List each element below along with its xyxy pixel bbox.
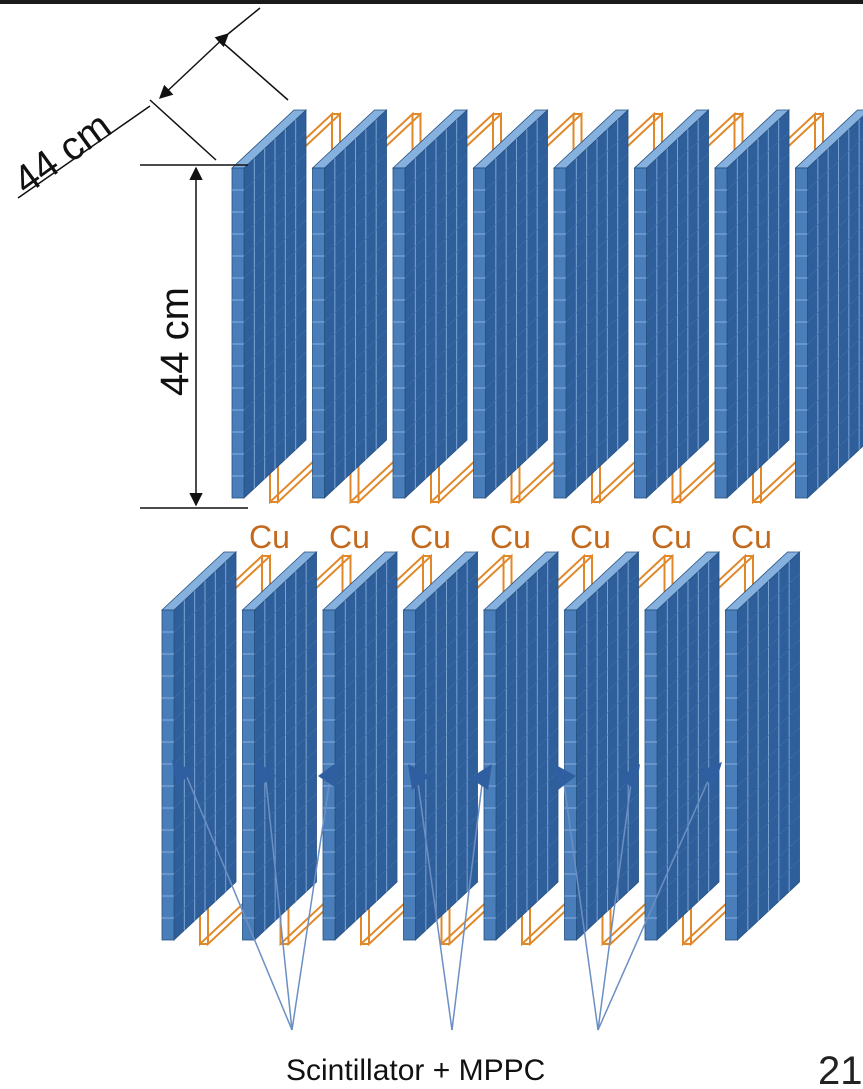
cu-labels: Cu Cu Cu Cu Cu Cu Cu: [249, 519, 772, 555]
pointer-arrowhead: [554, 764, 576, 790]
depth-label: 44 cm: [5, 104, 119, 204]
scintillator-layer: [643, 551, 721, 941]
pointer-line: [416, 775, 453, 1031]
height-dimension: 44 cm: [140, 164, 248, 509]
pointer-line: [597, 775, 633, 1031]
scintillator-layer: [794, 109, 863, 499]
pointer-group-middle: [408, 764, 492, 1031]
scintillator-layer: [391, 109, 469, 499]
cu-label-4: Cu: [490, 519, 531, 555]
pointer-line: [291, 771, 332, 1031]
depth-arrow-line: [159, 33, 229, 99]
scintillator-pointers: [172, 760, 722, 1031]
scintillator-layer: [230, 109, 308, 499]
page-number: 21: [818, 1049, 863, 1089]
pointer-group-left: [172, 760, 340, 1031]
cu-label-3: Cu: [410, 519, 451, 555]
scintillator-layer: [321, 551, 399, 941]
pointer-arrowhead: [172, 760, 194, 786]
pointer-line: [562, 775, 599, 1031]
pointer-group-right: [554, 762, 722, 1031]
height-label: 44 cm: [153, 287, 197, 396]
scintillator-layer: [241, 551, 318, 941]
top-border: [0, 0, 863, 4]
scintillator-layer: [311, 109, 388, 499]
pointer-line: [264, 771, 293, 1031]
pointer-arrowhead: [318, 760, 340, 788]
cu-label-5: Cu: [570, 519, 611, 555]
depth-tick-line: [227, 7, 261, 35]
scintillator-layer: [552, 109, 630, 499]
cu-label-2: Cu: [329, 519, 370, 555]
pointer-arrowhead: [618, 764, 640, 790]
scintillator-layer: [472, 109, 549, 499]
pointer-line: [451, 775, 484, 1031]
depth-extension-line-top: [221, 41, 289, 101]
lower-calorimeter-block: [160, 551, 801, 947]
cu-label-1: Cu: [249, 519, 290, 555]
pointer-line: [183, 769, 293, 1031]
upper-calorimeter-block: [230, 109, 863, 505]
pointer-arrowhead: [698, 762, 722, 788]
scintillator-layer: [563, 551, 640, 941]
scintillator-layer: [713, 109, 791, 499]
cu-label-6: Cu: [651, 519, 692, 555]
depth-leader-line: [17, 105, 151, 199]
cu-label-7: Cu: [731, 519, 772, 555]
scintillator-layer: [160, 551, 238, 941]
scintillator-layer: [724, 551, 801, 941]
pointer-line: [597, 771, 713, 1031]
scintillator-layer: [482, 551, 560, 941]
pointer-arrowhead: [408, 764, 430, 790]
depth-extension-line-bottom: [149, 99, 217, 161]
scintillator-caption: Scintillator + MPPC: [286, 1054, 545, 1087]
pointer-arrowhead: [256, 760, 276, 788]
scintillator-layer: [633, 109, 710, 499]
scintillator-layer: [402, 551, 479, 941]
pointer-arrowhead: [470, 764, 492, 790]
